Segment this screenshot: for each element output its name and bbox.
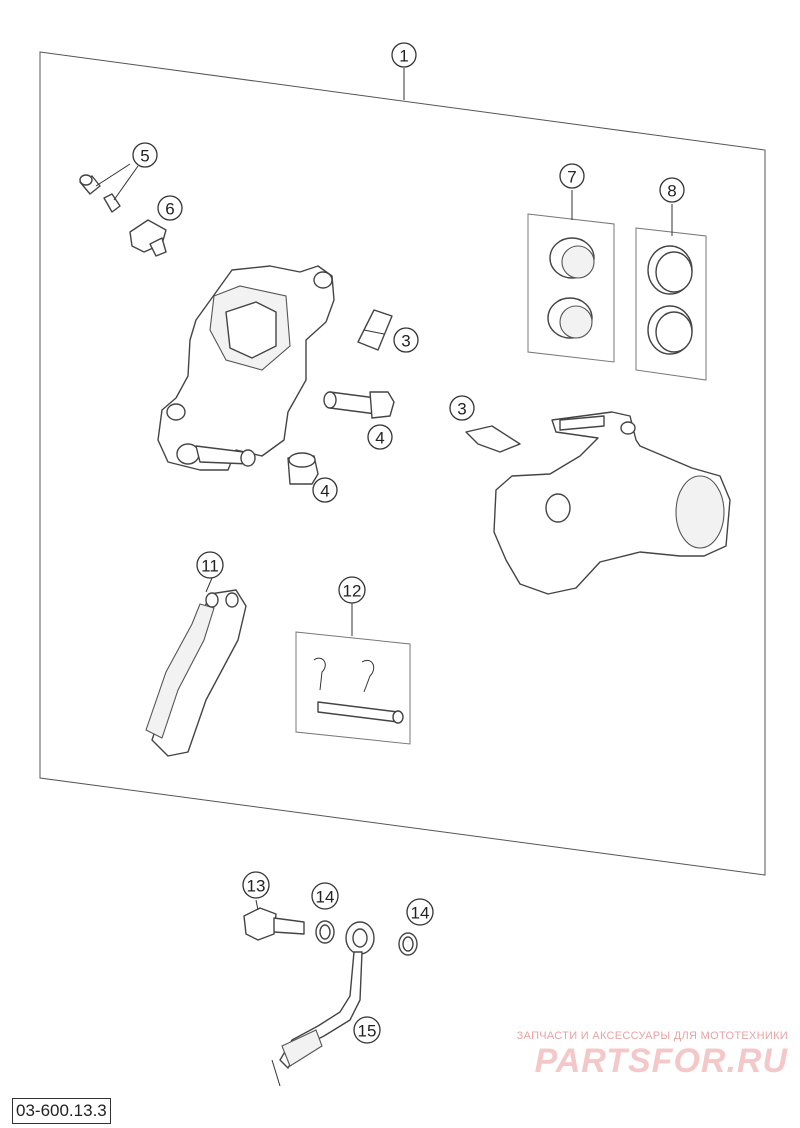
svg-text:4: 4 bbox=[375, 429, 384, 448]
svg-text:6: 6 bbox=[165, 200, 174, 219]
seal-kit-part bbox=[635, 204, 707, 381]
svg-text:11: 11 bbox=[201, 557, 219, 576]
diagram-code-label: 03-600.13.3 bbox=[12, 1098, 111, 1124]
callout-6: 6 bbox=[157, 195, 183, 221]
callout-4b: 4 bbox=[312, 477, 338, 503]
pin-kit-part bbox=[295, 602, 411, 745]
callout-1: 1 bbox=[391, 42, 417, 68]
watermark-tagline: ЗАПЧАСТИ И АКСЕССУАРЫ ДЛЯ МОТОТЕХНИКИ bbox=[516, 1030, 788, 1042]
callout-3a: 3 bbox=[393, 327, 419, 353]
callout-8: 8 bbox=[659, 177, 685, 203]
svg-text:14: 14 bbox=[316, 888, 335, 907]
plug-part bbox=[129, 219, 167, 257]
sealing-washer-part bbox=[315, 920, 418, 956]
brake-pads-part bbox=[145, 577, 247, 757]
callout-15: 15 bbox=[353, 1016, 381, 1044]
svg-text:12: 12 bbox=[343, 582, 362, 601]
callout-12: 12 bbox=[338, 576, 366, 604]
svg-text:3: 3 bbox=[457, 400, 466, 419]
watermark: ЗАПЧАСТИ И АКСЕССУАРЫ ДЛЯ МОТОТЕХНИКИ PA… bbox=[488, 1030, 788, 1080]
piston-kit-part bbox=[527, 190, 615, 363]
pad-spring-part bbox=[357, 309, 393, 351]
svg-text:14: 14 bbox=[411, 904, 430, 923]
watermark-logo: PARTSFOR.RU bbox=[534, 1042, 788, 1080]
bleeder-screw-part bbox=[79, 163, 139, 213]
svg-text:4: 4 bbox=[320, 482, 329, 501]
svg-text:3: 3 bbox=[401, 332, 410, 351]
bushing-part bbox=[287, 452, 319, 485]
callout-13: 13 bbox=[242, 871, 270, 899]
assembly-frame bbox=[39, 51, 766, 876]
pad-retainer-part bbox=[465, 425, 521, 453]
callout-7: 7 bbox=[559, 163, 585, 189]
svg-text:8: 8 bbox=[667, 182, 676, 201]
svg-text:13: 13 bbox=[247, 877, 266, 896]
callout-4a: 4 bbox=[367, 424, 393, 450]
callout-3b: 3 bbox=[449, 395, 475, 421]
slide-pin-part bbox=[323, 391, 395, 419]
caliper-body-part bbox=[157, 265, 335, 471]
svg-text:5: 5 bbox=[140, 147, 149, 166]
caliper-bracket-part bbox=[493, 411, 731, 595]
callout-14a: 14 bbox=[311, 882, 339, 910]
svg-text:15: 15 bbox=[358, 1022, 377, 1041]
brake-line-part bbox=[271, 921, 375, 1087]
banjo-bolt-part bbox=[243, 899, 305, 941]
callout-11: 11 bbox=[196, 551, 224, 579]
svg-text:7: 7 bbox=[567, 168, 576, 187]
callout-5: 5 bbox=[132, 142, 158, 168]
svg-text:1: 1 bbox=[399, 47, 408, 66]
callout-14b: 14 bbox=[406, 898, 434, 926]
